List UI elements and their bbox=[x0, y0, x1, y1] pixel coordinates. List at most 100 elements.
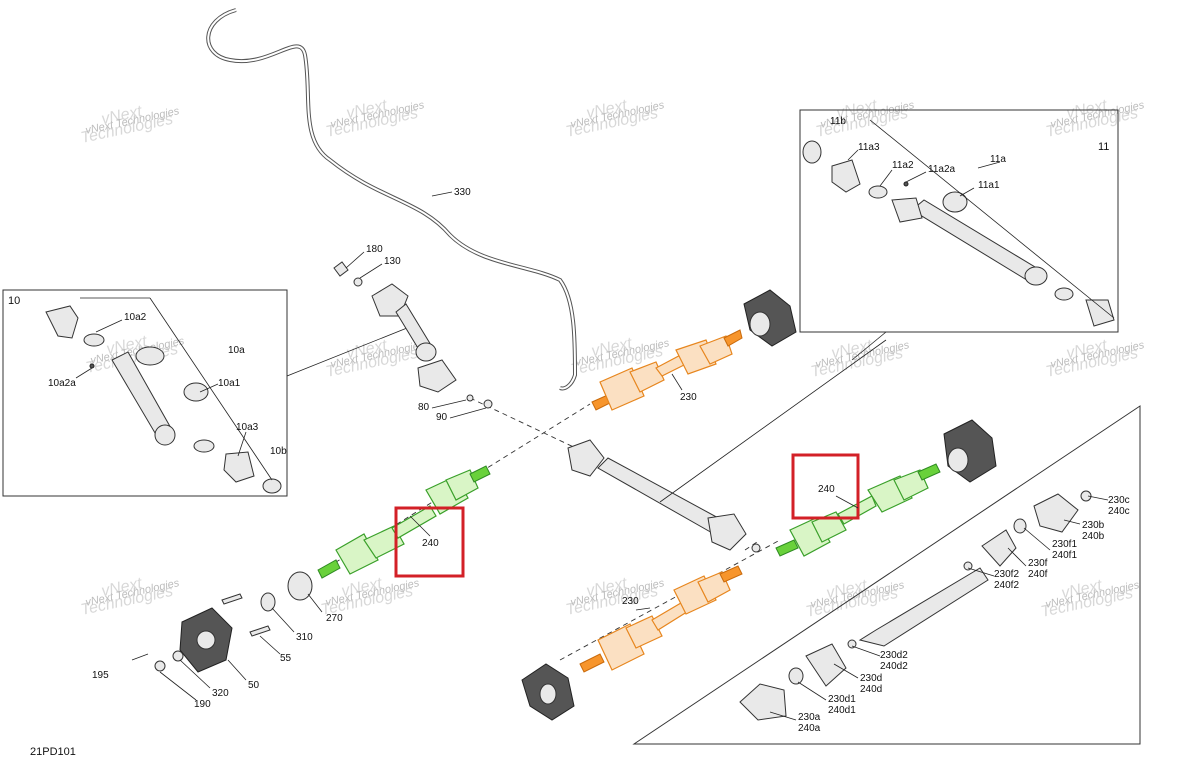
watermark: vNext Technologies vNext Technologies bbox=[1039, 577, 1141, 621]
drive-shaft bbox=[911, 199, 1041, 283]
right-front-half-shaft bbox=[775, 419, 997, 557]
callout-label: 55 bbox=[280, 653, 292, 664]
cv-boot bbox=[805, 643, 847, 687]
leader-line bbox=[1063, 519, 1081, 525]
callout-label: 230d2 bbox=[880, 650, 908, 661]
leader-line bbox=[237, 431, 247, 457]
callout-label: 230f1 bbox=[1052, 539, 1077, 550]
leader-line bbox=[967, 567, 995, 577]
leader-line bbox=[851, 645, 881, 657]
inset-pointer bbox=[286, 325, 413, 377]
callout-label: 240 bbox=[422, 538, 439, 549]
leader-line bbox=[769, 711, 797, 721]
callout-label: 80 bbox=[418, 402, 430, 413]
leader-line bbox=[671, 373, 683, 391]
leader-line bbox=[271, 607, 295, 633]
rear-propeller-shaft bbox=[567, 339, 887, 553]
leader-line bbox=[635, 607, 651, 611]
callout-label: 230f2 bbox=[994, 569, 1019, 580]
boot-clamp bbox=[847, 639, 857, 649]
callout-label: 230a bbox=[798, 712, 821, 723]
callout-label: 11a1 bbox=[978, 180, 1000, 191]
callout-label: 11a2a bbox=[928, 164, 956, 175]
yoke-part bbox=[891, 197, 923, 223]
inset-frame bbox=[632, 405, 1141, 745]
leader-line bbox=[431, 191, 453, 197]
yoke-part bbox=[417, 359, 457, 393]
nut-part bbox=[154, 660, 166, 672]
boot-part bbox=[942, 191, 968, 213]
watermark: vNext Technologies vNext Technologies bbox=[79, 575, 181, 619]
cv-joint bbox=[893, 469, 929, 501]
callout-label: 10a2 bbox=[124, 312, 147, 323]
callout-label: 10a bbox=[228, 345, 245, 356]
callout-label: 240 bbox=[818, 484, 835, 495]
leader-line bbox=[131, 653, 149, 661]
callout-label: 11a2 bbox=[892, 160, 914, 171]
cv-boot bbox=[981, 529, 1017, 567]
watermark: vNext Technologies vNext Technologies bbox=[814, 97, 916, 141]
callout-label: 230c bbox=[1108, 495, 1130, 506]
bolt-part bbox=[466, 394, 474, 402]
watermark: vNext Technologies vNext Technologies bbox=[324, 97, 426, 141]
shaft-spline bbox=[469, 465, 491, 483]
callout-label: 240f2 bbox=[994, 580, 1019, 591]
callout-label: 230b bbox=[1082, 520, 1105, 531]
boot-part bbox=[415, 342, 437, 362]
callout-label: 190 bbox=[194, 699, 211, 710]
leader-line bbox=[345, 251, 365, 269]
callout-label: 240d2 bbox=[880, 661, 908, 672]
watermark: vNext Technologies vNext Technologies bbox=[809, 337, 911, 381]
cv-joint bbox=[445, 469, 479, 501]
nut-part bbox=[333, 261, 349, 277]
callout-label: 240f1 bbox=[1052, 550, 1077, 561]
leader-line bbox=[149, 297, 273, 481]
assembly-axis bbox=[744, 539, 761, 551]
leader-line bbox=[199, 383, 219, 393]
inset-number: 11 bbox=[1098, 141, 1109, 153]
washer-part bbox=[483, 399, 493, 409]
assembly-axis bbox=[559, 539, 781, 661]
yoke-part bbox=[831, 159, 861, 193]
cross-joint bbox=[1054, 287, 1074, 301]
boot-clamp bbox=[963, 561, 973, 571]
seal-part bbox=[802, 140, 822, 164]
leader-line bbox=[431, 399, 467, 409]
bolt-part bbox=[249, 625, 271, 637]
yoke-part bbox=[707, 513, 747, 551]
highlight-box bbox=[394, 506, 465, 578]
watermark: vNext Technologies vNext Technologies bbox=[1044, 337, 1146, 381]
shaft-spline bbox=[775, 539, 799, 557]
callout-label: 11a3 bbox=[858, 142, 880, 153]
yoke-part bbox=[45, 305, 79, 339]
inset-number: 10 bbox=[8, 295, 20, 307]
leader-line bbox=[847, 149, 859, 161]
callout-label: 230 bbox=[680, 392, 697, 403]
cv-boot bbox=[625, 615, 663, 649]
leader-line bbox=[835, 495, 859, 509]
axle-shaft bbox=[391, 505, 437, 539]
yoke-part bbox=[1085, 299, 1115, 327]
boot-clamp bbox=[1080, 490, 1092, 502]
inset-frame bbox=[799, 109, 1119, 333]
boot-part bbox=[183, 382, 209, 402]
callout-label: 240d bbox=[860, 684, 882, 695]
bushing-part bbox=[262, 478, 282, 494]
watermark: vNext Technologies vNext Technologies bbox=[564, 97, 666, 141]
callout-label: 50 bbox=[248, 680, 260, 691]
callout-label: 90 bbox=[436, 412, 448, 423]
upper-rear-half-shaft: 230 bbox=[591, 289, 797, 411]
leader-line bbox=[259, 635, 281, 655]
clip-part bbox=[89, 363, 95, 369]
cv-joint bbox=[739, 683, 787, 721]
callout-label: 240f bbox=[1028, 569, 1048, 580]
callout-label: 240c bbox=[1108, 506, 1130, 517]
washer-part bbox=[751, 543, 761, 553]
left-wheel-hub-assembly: 270 310 55 50 320 195 190 bbox=[92, 571, 343, 710]
callout-label: 180 bbox=[366, 244, 383, 255]
cross-joint bbox=[868, 185, 888, 199]
leader-line bbox=[359, 263, 383, 279]
cv-boot bbox=[363, 525, 405, 559]
inset-11: 11 11b 11a3 11a2 11a2a 11a 11a1 bbox=[799, 109, 1119, 361]
